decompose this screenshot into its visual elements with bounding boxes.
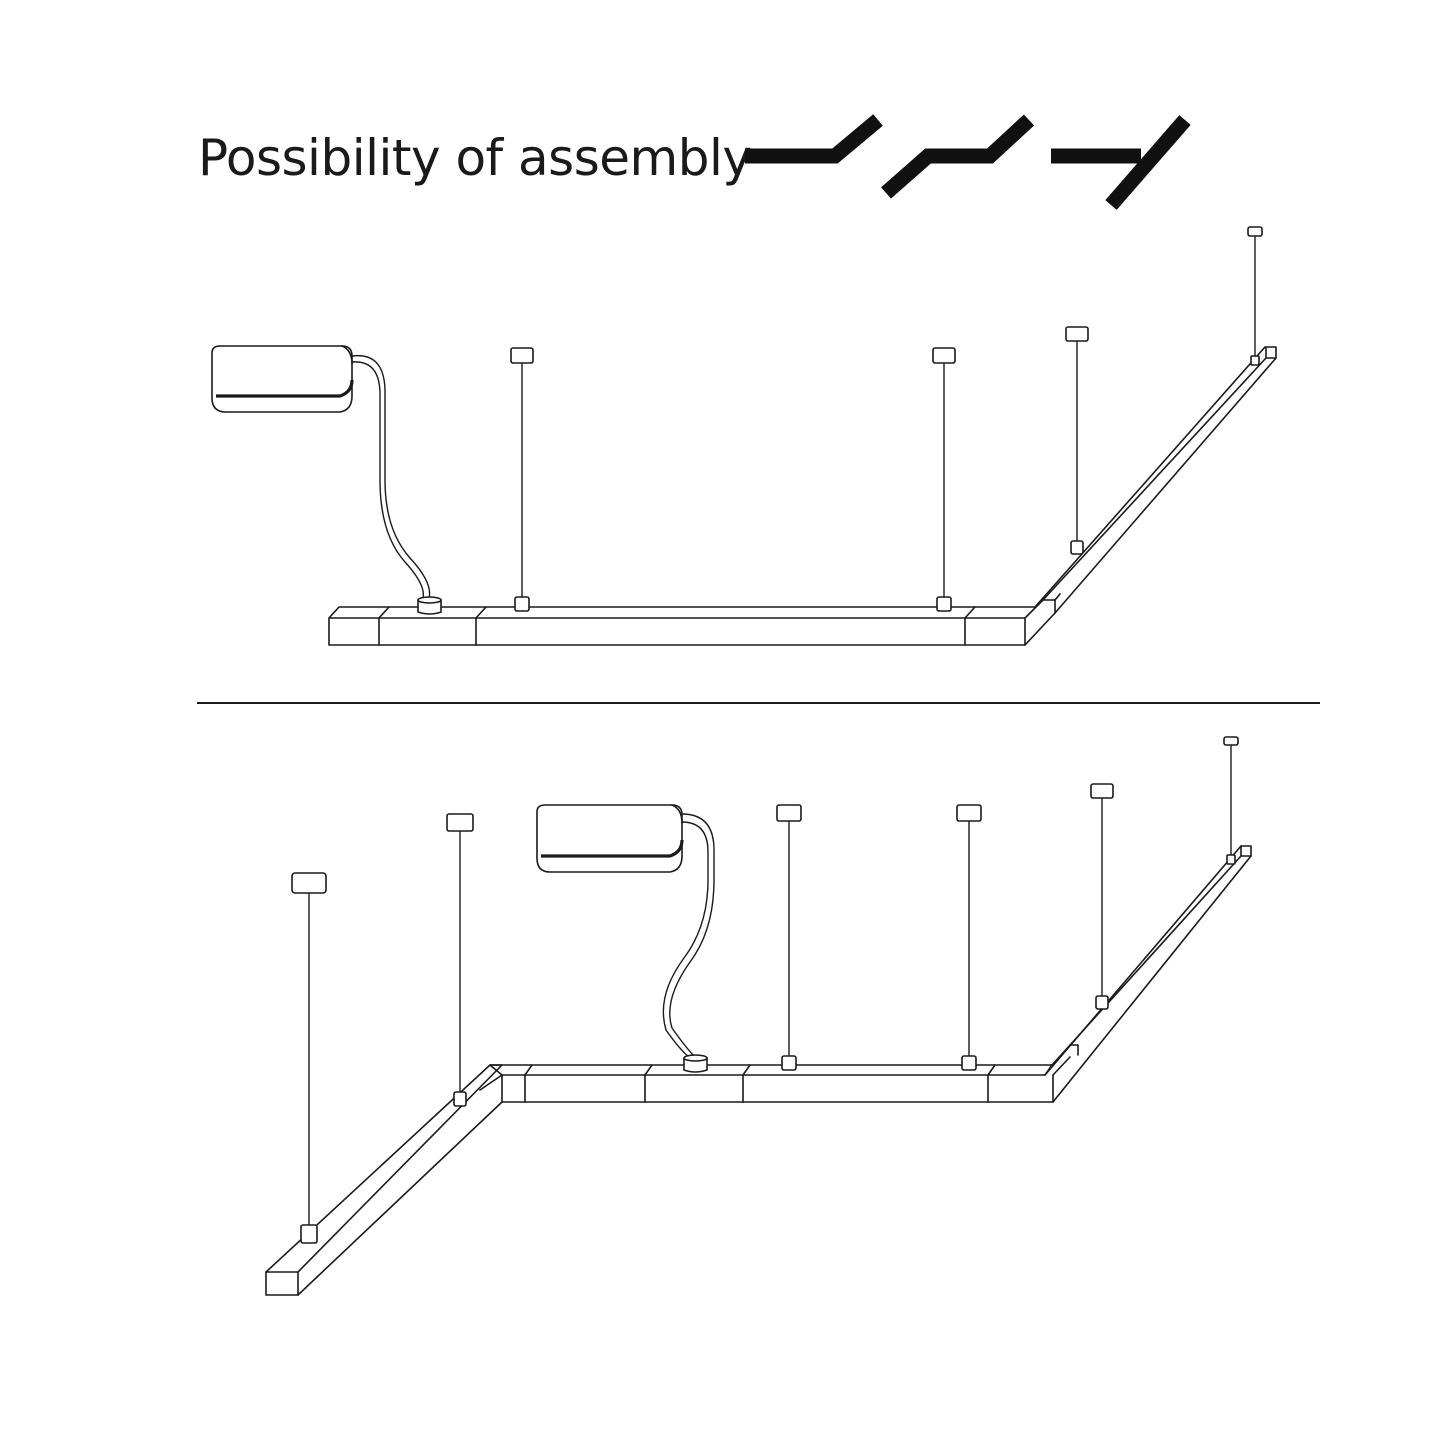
suspension-cable (1247, 226, 1263, 366)
straight-profile (328, 599, 1056, 646)
suspension-cable (446, 813, 474, 1107)
suspension-cable (1065, 326, 1089, 555)
power-supply-unit (211, 345, 442, 615)
diagonal-profile (1034, 346, 1277, 614)
right-diagonal-profile (1044, 845, 1252, 1103)
suspension-cable (510, 347, 534, 612)
z-offset-icon (881, 114, 1035, 199)
suspension-cable (1223, 736, 1239, 865)
l-corner-icon (745, 114, 883, 164)
suspension-cable (956, 804, 982, 1071)
assembly-icons (745, 114, 1191, 210)
z-shaped-assembly (265, 736, 1252, 1296)
page-title: Possibility of assembly (198, 129, 752, 187)
t-junction-icon (1051, 115, 1191, 210)
suspension-cable (1090, 783, 1114, 1010)
suspension-cable (291, 872, 327, 1244)
suspension-cable (776, 804, 802, 1071)
suspension-cable (932, 347, 956, 612)
middle-straight-profile (489, 1064, 1054, 1103)
power-supply-unit (536, 804, 715, 1073)
l-shaped-assembly (211, 226, 1277, 646)
